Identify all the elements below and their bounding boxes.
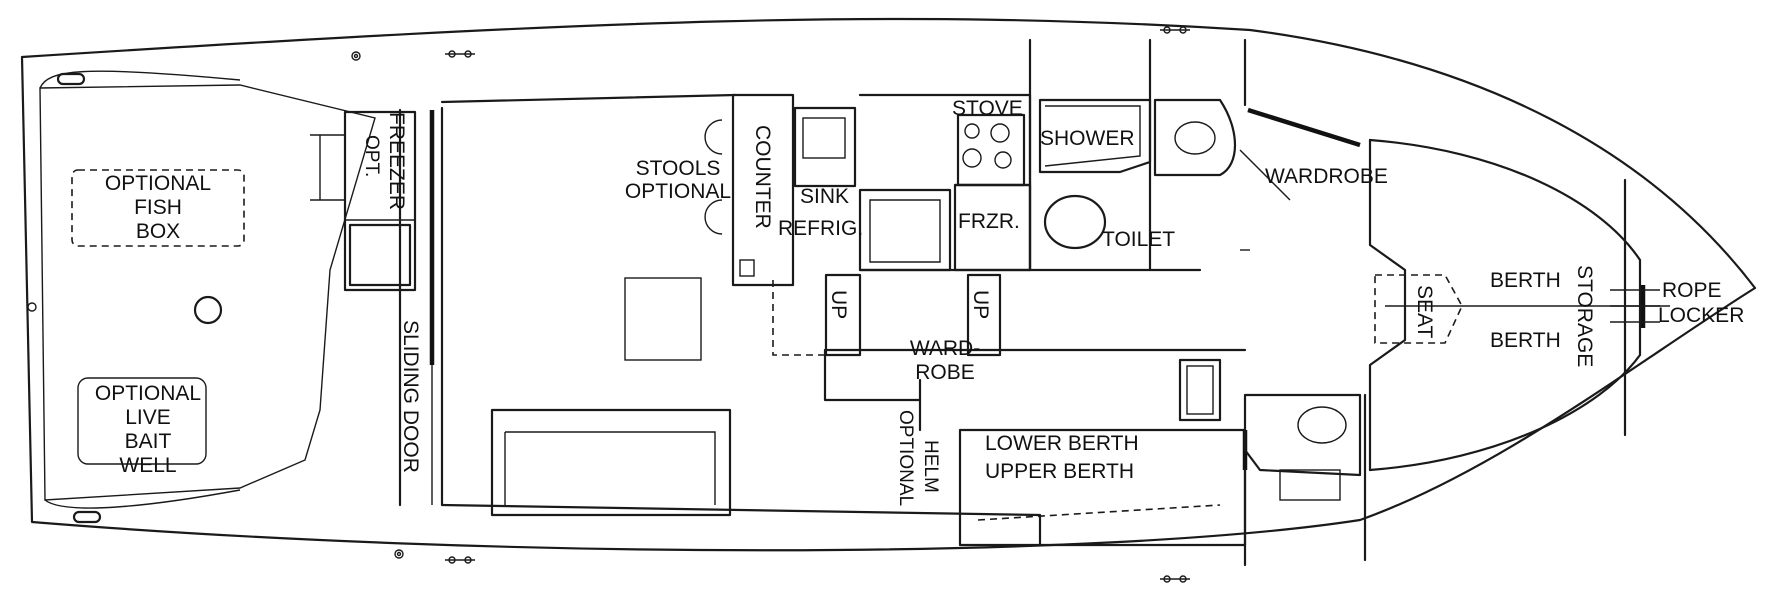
stern-cleat-top — [56, 72, 86, 86]
berth-seat — [1374, 274, 1463, 344]
toilet-bowl — [1043, 194, 1107, 250]
counter-label: COUNTER — [751, 125, 774, 229]
svg-text:OPTIONAL: OPTIONAL — [895, 410, 916, 506]
wardrobe-mid-label: WARD- ROBE — [910, 337, 980, 384]
stool-bottom — [704, 199, 723, 235]
head-sink — [1153, 98, 1237, 177]
freezer-unit — [343, 110, 417, 292]
v-berth — [1368, 138, 1642, 472]
svg-text:WELL: WELL — [119, 454, 176, 477]
helm-label: HELM OPTIONAL — [895, 410, 941, 506]
companionway-up-1 — [824, 273, 862, 357]
companionway-up-2 — [966, 273, 1002, 357]
aft-head-sink — [1243, 393, 1362, 477]
salon-walls — [440, 93, 1042, 547]
svg-text:OPTIONAL: OPTIONAL — [95, 382, 201, 405]
berth-bottom-label: BERTH — [1490, 329, 1561, 352]
svg-text:BAIT: BAIT — [125, 430, 172, 453]
svg-text:LIVE: LIVE — [125, 406, 171, 429]
stove-label: STOVE — [952, 97, 1023, 120]
svg-text:OPT.: OPT. — [361, 135, 382, 177]
cockpit-deck-line — [39, 84, 376, 501]
deck-fitting — [193, 295, 223, 325]
stool-top — [704, 119, 723, 155]
up-label-1: UP — [827, 290, 850, 319]
svg-text:LOCKER: LOCKER — [1658, 304, 1744, 327]
svg-text:WARD-: WARD- — [910, 337, 980, 360]
stern-cleat-bottom — [72, 510, 102, 524]
salon-table — [624, 277, 702, 361]
freezer-label: FREEZER OPT. — [361, 112, 408, 210]
shower-stall — [1038, 98, 1152, 174]
refrig-label: REFRIG. — [778, 217, 863, 240]
svg-text:ROPE: ROPE — [1662, 279, 1722, 302]
salon-sofa — [490, 408, 732, 517]
svg-text:OPTIONAL: OPTIONAL — [105, 172, 211, 195]
upper-berth-label: UPPER BERTH — [985, 460, 1134, 483]
deck-cleat-1 — [445, 50, 475, 58]
deck-cleat-3 — [1160, 26, 1190, 34]
toilet-label: TOILET — [1102, 228, 1175, 251]
svg-text:ROBE: ROBE — [915, 361, 975, 384]
galley-counter — [731, 93, 795, 287]
svg-text:HELM: HELM — [920, 440, 941, 493]
refrigerator — [858, 188, 952, 272]
berth-top-label: BERTH — [1490, 269, 1561, 292]
shower-label: SHOWER — [1040, 127, 1135, 150]
storage-label: STORAGE — [1573, 265, 1596, 367]
hull-outline — [20, 17, 1757, 552]
deck-cleat-2 — [445, 556, 475, 564]
sink-label: SINK — [800, 185, 849, 208]
svg-text:FREEZER: FREEZER — [385, 112, 408, 210]
bait-well-label: OPTIONAL LIVE BAIT WELL — [95, 382, 201, 477]
svg-text:OPTIONAL: OPTIONAL — [625, 180, 731, 203]
stools-label: STOOLS OPTIONAL — [625, 157, 731, 203]
svg-text:STOOLS: STOOLS — [636, 157, 721, 180]
sliding-door-label: SLIDING DOOR — [399, 320, 422, 473]
seat-label: SEAT — [1413, 285, 1436, 338]
bait-well-outline — [77, 377, 207, 465]
deck-cleat-4 — [1160, 575, 1190, 583]
up-label-2: UP — [969, 290, 992, 319]
wardrobe-mid-walls — [823, 348, 1247, 432]
fish-box-label: OPTIONAL FISH BOX — [105, 172, 211, 243]
rope-locker-label: ROPE LOCKER — [1658, 279, 1744, 327]
wardrobe-wall — [1247, 107, 1361, 148]
galley-sink — [793, 106, 857, 188]
svg-text:BOX: BOX — [136, 220, 180, 243]
frzr-label: FRZR. — [958, 210, 1020, 233]
wardrobe-fwd-label: WARDROBE — [1265, 165, 1388, 188]
lower-berth-label: LOWER BERTH — [985, 432, 1139, 455]
svg-text:FISH: FISH — [134, 196, 182, 219]
